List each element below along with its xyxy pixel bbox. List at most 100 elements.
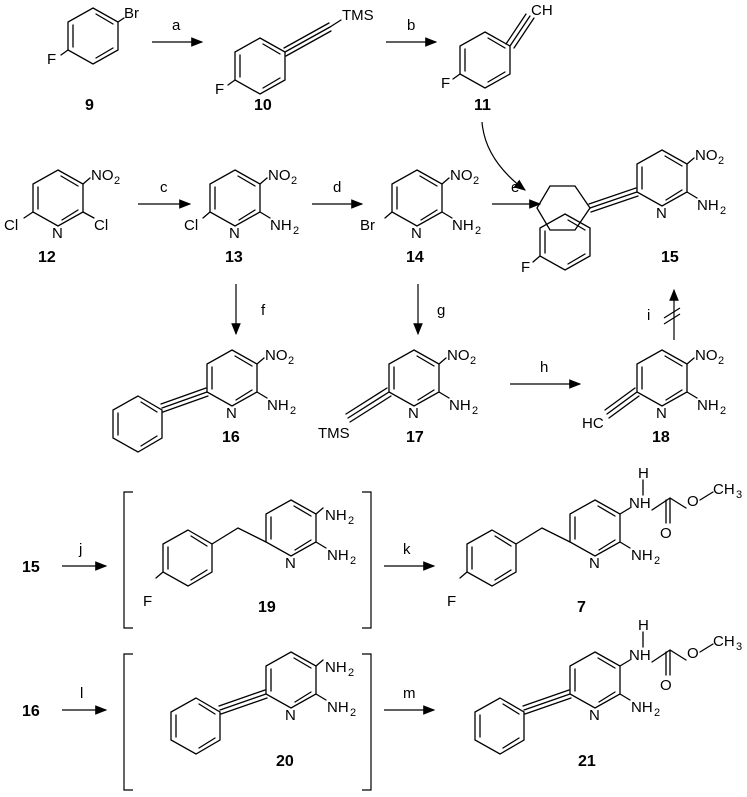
atom-tms: TMS	[318, 425, 350, 442]
atom-f: F	[143, 593, 152, 610]
compound-label-17: 17	[406, 429, 424, 446]
compound-label-14: 14	[406, 249, 424, 266]
atom-ch: CH	[531, 2, 553, 19]
step-label-e: e	[511, 179, 519, 196]
subscript-2: 2	[348, 515, 354, 527]
step-label-g: g	[437, 302, 445, 319]
atom-tms: TMS	[342, 7, 374, 24]
step-label-m: m	[403, 685, 416, 702]
step-label-c: c	[160, 179, 168, 196]
subscript-2: 2	[654, 707, 660, 719]
compound-label-18: 18	[652, 429, 670, 446]
reactant-label-16: 16	[22, 703, 40, 720]
compound-label-11: 11	[474, 97, 491, 114]
compound-label-20: 20	[276, 753, 294, 770]
atom-nh: NH	[697, 197, 719, 214]
atom-nh: NH	[325, 659, 347, 676]
compound-10-structure: TMS F	[215, 7, 374, 98]
compound-20-structure: N NH 2 NH 2	[170, 651, 356, 755]
atom-n: N	[285, 707, 296, 724]
compound-label-10: 10	[254, 97, 272, 114]
atom-nh: NH	[629, 647, 651, 664]
subscript-2: 2	[293, 225, 299, 237]
atom-o: O	[687, 645, 699, 662]
step-label-d: d	[333, 179, 341, 196]
atom-cl: Cl	[94, 217, 108, 234]
subscript-2: 2	[291, 175, 297, 187]
subscript-2: 2	[350, 555, 356, 567]
atom-nh: NH	[629, 495, 651, 512]
subscript-2: 2	[348, 667, 354, 679]
atom-nh: NH	[449, 397, 471, 414]
compound-16-structure: N NO 2 NH 2	[112, 347, 296, 453]
atom-n: N	[411, 225, 422, 242]
arrow-e-curve	[481, 121, 526, 191]
atom-n: N	[226, 405, 237, 422]
atom-n: N	[229, 225, 240, 242]
step-label-i: i	[647, 307, 650, 324]
atom-h: H	[638, 465, 649, 482]
atom-o: O	[660, 677, 672, 694]
compound-11-structure: CH F	[441, 2, 553, 92]
compound-13-structure: N NO 2 NH 2 Cl	[184, 167, 299, 242]
atom-no: NO	[265, 347, 288, 364]
atom-no: NO	[447, 347, 470, 364]
atom-no: NO	[450, 167, 473, 184]
atom-nh: NH	[631, 699, 653, 716]
atom-n: N	[656, 205, 667, 222]
atom-cl: Cl	[4, 217, 18, 234]
atom-o: O	[687, 493, 699, 510]
atom-n: N	[656, 405, 667, 422]
arrow-i-cross-2	[663, 313, 681, 325]
atom-no: NO	[695, 347, 718, 364]
atom-n: N	[408, 405, 419, 422]
compound-label-13: 13	[225, 249, 243, 266]
compound-15-structure: N NO 2 NH 2 F	[521, 147, 726, 276]
atom-f: F	[521, 259, 530, 276]
step-label-b: b	[407, 17, 415, 34]
atom-f: F	[447, 593, 456, 610]
compound-label-21: 21	[578, 753, 596, 770]
step-label-j: j	[78, 541, 82, 558]
compound-14-structure: N NO 2 NH 2 Br	[360, 167, 481, 242]
atom-no: NO	[695, 147, 718, 164]
step-label-f: f	[261, 302, 266, 319]
reactant-label-15: 15	[22, 559, 40, 576]
subscript-2: 2	[473, 175, 479, 187]
arrow-i-cross-1	[663, 307, 681, 319]
compound-19-structure: N NH 2 NH 2 F	[143, 499, 356, 610]
atom-br: Br	[124, 5, 139, 22]
atom-nh: NH	[697, 397, 719, 414]
compound-9-structure: Br F	[47, 5, 139, 68]
subscript-2: 2	[654, 555, 660, 567]
atom-br: Br	[360, 217, 375, 234]
subscript-2: 2	[290, 405, 296, 417]
compound-label-16: 16	[222, 429, 240, 446]
atom-f: F	[441, 75, 450, 92]
subscript-2: 2	[718, 355, 724, 367]
atom-nh: NH	[267, 397, 289, 414]
atom-cl: Cl	[184, 217, 198, 234]
bracket-right-20	[362, 653, 372, 791]
compound-12-structure: N NO 2 Cl Cl	[4, 167, 120, 242]
step-label-l: l	[80, 685, 83, 702]
atom-n: N	[589, 555, 600, 572]
subscript-2: 2	[288, 355, 294, 367]
compound-18-structure: N NO 2 NH 2 HC	[582, 347, 726, 432]
atom-no: NO	[268, 167, 291, 184]
compound-label-9: 9	[85, 97, 94, 114]
atom-ch3: CH	[713, 633, 735, 650]
atom-h: H	[638, 617, 649, 634]
step-label-h: h	[540, 359, 548, 376]
atom-f: F	[47, 51, 56, 68]
compound-label-15: 15	[661, 249, 679, 266]
subscript-2: 2	[470, 355, 476, 367]
atom-nh: NH	[325, 507, 347, 524]
atom-f: F	[215, 81, 224, 98]
bracket-right-19	[362, 491, 372, 629]
bracket-left-20	[123, 653, 133, 791]
atom-ch3: CH	[713, 481, 735, 498]
atom-nh: NH	[631, 547, 653, 564]
compound-label-19: 19	[258, 599, 276, 616]
